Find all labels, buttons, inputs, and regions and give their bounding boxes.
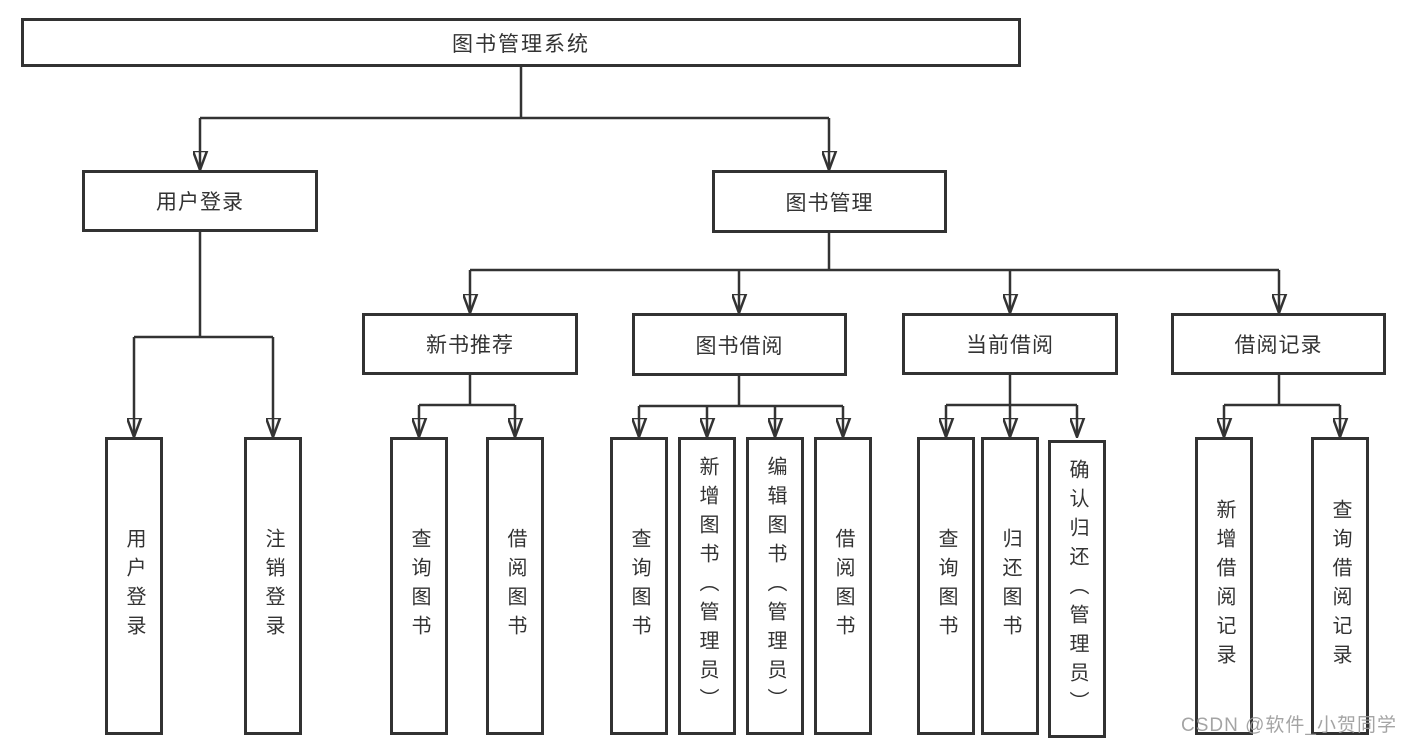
node-borrowing-records: 借阅记录 bbox=[1171, 313, 1386, 375]
leaf-records-query-record: 查询借阅记录 bbox=[1311, 437, 1369, 735]
leaf-current-return-books: 归还图书 bbox=[981, 437, 1039, 735]
node-book-borrowing: 图书借阅 bbox=[632, 313, 847, 376]
leaf-recommend-query-books: 查询图书 bbox=[390, 437, 448, 735]
leaf-current-query-books: 查询图书 bbox=[917, 437, 975, 735]
leaf-logout: 注销登录 bbox=[244, 437, 302, 735]
node-root-library-system: 图书管理系统 bbox=[21, 18, 1021, 67]
leaf-records-add-record: 新增借阅记录 bbox=[1195, 437, 1253, 735]
node-book-management: 图书管理 bbox=[712, 170, 947, 233]
leaf-borrowing-query-books: 查询图书 bbox=[610, 437, 668, 735]
leaf-current-confirm-return-admin: 确认归还（管理员） bbox=[1048, 440, 1106, 738]
leaf-recommend-borrow-books: 借阅图书 bbox=[486, 437, 544, 735]
leaf-borrowing-borrow-books: 借阅图书 bbox=[814, 437, 872, 735]
node-user-login: 用户登录 bbox=[82, 170, 318, 232]
leaf-borrowing-add-books-admin: 新增图书（管理员） bbox=[678, 437, 736, 735]
node-current-borrowing: 当前借阅 bbox=[902, 313, 1118, 375]
leaf-borrowing-edit-books-admin: 编辑图书（管理员） bbox=[746, 437, 804, 735]
leaf-user-login: 用户登录 bbox=[105, 437, 163, 735]
node-new-book-recommend: 新书推荐 bbox=[362, 313, 578, 375]
